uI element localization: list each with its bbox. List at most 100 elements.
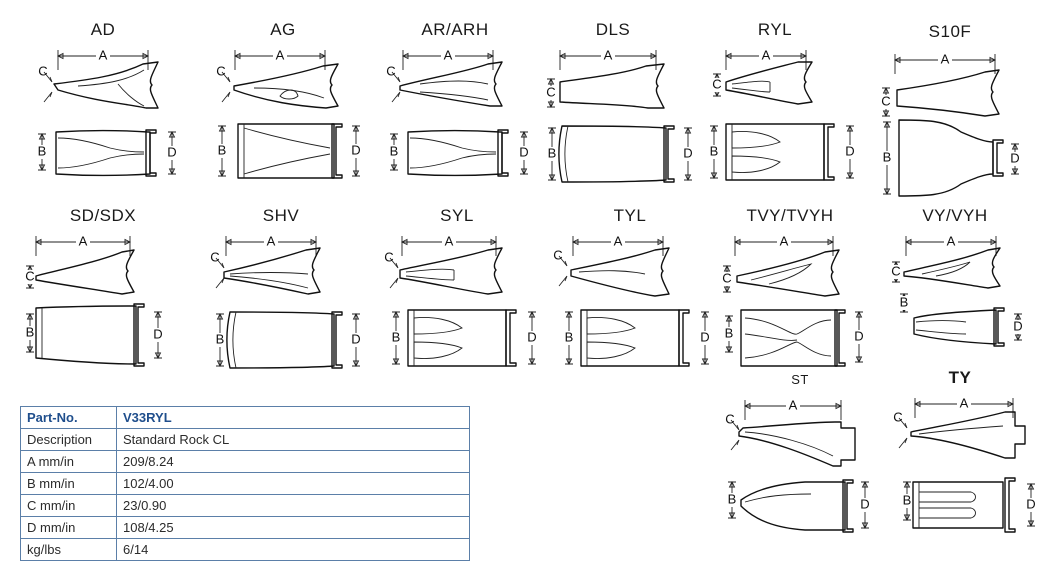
spec-key: D mm/in xyxy=(20,516,117,539)
label-bg xyxy=(889,265,903,279)
profile-drawing: AC xyxy=(725,397,856,467)
spec-key: A mm/in xyxy=(20,450,117,473)
label-bg xyxy=(545,147,559,161)
label-bg xyxy=(441,48,455,62)
dim-label-b: B xyxy=(26,324,35,339)
adapter-rail xyxy=(823,123,835,181)
dim-label-b: B xyxy=(883,149,892,164)
type-title: SD/SDX xyxy=(69,206,137,225)
dim-label-b: B xyxy=(900,294,909,309)
tooth-outline xyxy=(35,305,137,365)
dim-label-b: B xyxy=(728,491,737,506)
dim-label-d: D xyxy=(1026,496,1035,511)
detail-line xyxy=(586,317,636,359)
type-title: ST xyxy=(791,372,809,387)
spec-table: Part-No. V33RYL Description Standard Roc… xyxy=(20,406,470,561)
dim-label-a: A xyxy=(445,233,454,248)
type-title: TYL xyxy=(613,206,647,225)
dim-label-b: B xyxy=(390,143,399,158)
dim-label-c: C xyxy=(881,93,890,108)
label-bg xyxy=(23,270,37,284)
extension-line xyxy=(905,236,997,256)
adapter-rail xyxy=(331,311,343,369)
label-bg xyxy=(777,234,791,248)
detail-line xyxy=(921,261,971,277)
type-title: TVY/TVYH xyxy=(746,206,834,225)
type-title: SYL xyxy=(440,206,474,225)
dim-label-a: A xyxy=(947,233,956,248)
dim-label-d: D xyxy=(351,142,360,157)
extension-line xyxy=(572,236,664,256)
type-title: S10F xyxy=(928,22,972,41)
label-bg xyxy=(273,48,287,62)
label-bg xyxy=(858,498,872,512)
type-title: AR/ARH xyxy=(421,20,489,39)
detail-line xyxy=(405,268,455,281)
tooth-outline xyxy=(55,129,151,177)
label-bg xyxy=(938,52,952,66)
label-bg xyxy=(349,144,363,158)
extension-line xyxy=(401,236,497,256)
profile-drawing: AC xyxy=(889,233,1001,289)
label-bg xyxy=(880,151,894,165)
dim-label-b: B xyxy=(216,331,225,346)
label-bg xyxy=(387,145,401,159)
detail-line xyxy=(57,137,145,169)
dim-label-d: D xyxy=(351,331,360,346)
label-bg xyxy=(897,296,911,310)
dim-label-c: C xyxy=(546,84,555,99)
extension-line xyxy=(35,236,131,256)
tooth-outline xyxy=(736,249,840,297)
tooth-outline xyxy=(898,119,994,197)
type-title: DLS xyxy=(595,20,631,39)
spec-key: C mm/in xyxy=(20,494,117,517)
dim-label-a: A xyxy=(267,233,276,248)
extension-line xyxy=(234,50,326,70)
label-bg xyxy=(96,48,110,62)
dim-label-d: D xyxy=(1010,150,1019,165)
profile-drawing: AC xyxy=(23,233,135,295)
spec-row: D mm/in 108/4.25 xyxy=(20,516,470,539)
dim-label-c: C xyxy=(38,63,47,78)
label-bg xyxy=(843,145,857,159)
spec-key: Description xyxy=(20,428,117,451)
label-bg xyxy=(720,272,734,286)
label-bg xyxy=(264,234,278,248)
dim-label-b: B xyxy=(392,329,401,344)
type-title: SHV xyxy=(262,206,300,225)
spec-row: B mm/in 102/4.00 xyxy=(20,472,470,495)
spec-value: V33RYL xyxy=(116,406,470,429)
spec-key: B mm/in xyxy=(20,472,117,495)
label-bg xyxy=(944,234,958,248)
dim-label-b: B xyxy=(710,143,719,158)
detail-line xyxy=(731,131,781,173)
dim-label-d: D xyxy=(845,143,854,158)
tooth-outline xyxy=(725,61,813,105)
tooth-outline xyxy=(399,61,503,107)
dashed-line xyxy=(229,275,309,289)
label-bg xyxy=(1008,152,1022,166)
label-bg xyxy=(544,86,558,100)
label-bg xyxy=(707,145,721,159)
dim-label-a: A xyxy=(762,47,771,62)
dim-label-c: C xyxy=(893,409,902,424)
profile-drawing: AC xyxy=(553,233,670,297)
tooth-outline xyxy=(912,481,1004,529)
dim-label-a: A xyxy=(79,233,88,248)
dim-label-c: C xyxy=(386,63,395,78)
adapter-rail xyxy=(842,479,854,533)
profile-drawing: AC xyxy=(384,233,503,295)
c-pointer xyxy=(730,419,740,451)
tooth-outline xyxy=(559,63,665,109)
dim-label-a: A xyxy=(444,47,453,62)
tooth-outline xyxy=(407,129,503,177)
tooth-outline xyxy=(233,63,339,109)
